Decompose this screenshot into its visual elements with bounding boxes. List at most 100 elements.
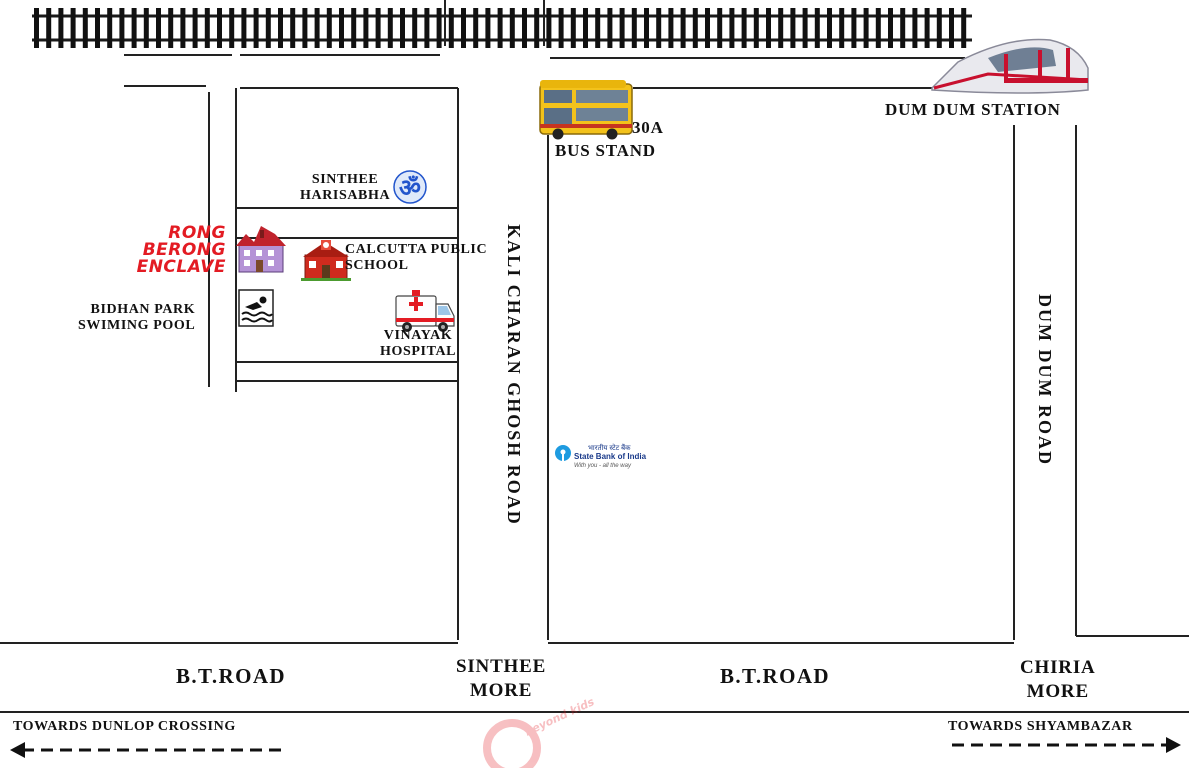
arrow-left-dunlop <box>10 742 288 758</box>
rail-sleeper <box>436 8 442 48</box>
rail-sleeper <box>314 8 320 48</box>
rail-sleeper <box>448 8 454 48</box>
rail-sleeper <box>461 8 466 48</box>
rail-sleeper <box>583 8 588 48</box>
svg-text:ॐ: ॐ <box>399 174 421 202</box>
rail-sleeper <box>58 8 64 48</box>
rail-sleeper <box>522 8 527 48</box>
watermark-logo: beyond kids <box>483 695 597 768</box>
rail-sleeper <box>570 8 576 48</box>
dum-dum-road-label: DUM DUM ROAD <box>1035 294 1056 466</box>
sbi-name-text: State Bank of India <box>574 452 647 461</box>
rail-sleeper <box>729 8 735 48</box>
sinthee-harisabha-label: SINTHEE HARISABHA <box>300 172 391 203</box>
railway-track <box>32 0 972 48</box>
rail-sleeper <box>400 8 405 48</box>
towards-dunlop-label: TOWARDS DUNLOP CROSSING <box>13 719 236 734</box>
rail-sleeper <box>875 8 881 48</box>
rail-sleeper <box>180 8 186 48</box>
ambulance-icon <box>395 290 455 332</box>
swimming-icon <box>238 289 274 327</box>
rail-sleeper <box>778 8 784 48</box>
rail-sleeper <box>351 8 357 48</box>
rail-sleeper <box>851 8 857 48</box>
road-lines <box>0 54 1189 713</box>
rail-sleeper <box>509 8 515 48</box>
train-icon <box>931 38 1089 94</box>
rail-sleeper <box>802 8 808 48</box>
rail-sleeper <box>387 8 393 48</box>
rail-sleeper <box>900 8 906 48</box>
vinayak-hospital-label: VINAYAK HOSPITAL <box>380 328 457 359</box>
rail-sleeper <box>534 8 540 48</box>
rail-sleeper <box>863 8 869 48</box>
rail-sleeper <box>558 8 564 48</box>
rail-sleeper <box>412 8 418 48</box>
rail-sleeper <box>827 8 832 48</box>
rail-sleeper <box>656 8 662 48</box>
rail-sleeper <box>607 8 613 48</box>
bidhan-park-label: BIDHAN PARK SWIMING POOL <box>78 302 196 333</box>
bus-stand-label: BUS STAND <box>555 141 656 160</box>
rail-sleeper <box>424 8 430 48</box>
rail-sleeper <box>363 8 369 48</box>
sbi-logo-icon <box>555 445 571 461</box>
rail-sleeper <box>949 8 954 48</box>
rail-sleeper <box>546 8 552 48</box>
rail-sleeper <box>924 8 930 48</box>
dum-dum-station-label: DUM DUM STATION <box>885 100 1061 119</box>
rail-sleeper <box>741 8 747 48</box>
house-icon <box>236 226 286 273</box>
sinthee-more-label: SINTHEE MORE <box>456 656 547 701</box>
rong-berong-enclave-label: RONG BERONG ENCLAVE <box>116 225 226 276</box>
rail-sleeper <box>107 8 113 48</box>
rail-sleeper <box>204 8 210 48</box>
berong-label: BERONG <box>142 240 226 260</box>
rail-sleeper <box>131 8 137 48</box>
rail-sleeper <box>766 8 771 48</box>
rail-sleeper <box>229 8 235 48</box>
rail-sleeper <box>241 8 247 48</box>
sbi-hindi-text: भारतीय स्टेट बैंक <box>588 445 631 452</box>
om-icon: ॐ <box>393 170 427 204</box>
rail-sleeper <box>302 8 308 48</box>
rail-sleeper <box>631 8 637 48</box>
rail-sleeper <box>753 8 759 48</box>
rail-sleeper <box>143 8 149 48</box>
rail-sleeper <box>339 8 344 48</box>
rail-sleeper <box>790 8 796 48</box>
rail-sleeper <box>644 8 649 48</box>
rail-sleeper <box>82 8 88 48</box>
rail-sleeper <box>217 8 222 48</box>
rail-sleeper <box>814 8 820 48</box>
enclave-label: ENCLAVE <box>136 257 226 277</box>
rail-sleeper <box>34 8 39 48</box>
chiria-more-label: CHIRIA MORE <box>1020 657 1096 702</box>
rail-sleeper <box>253 8 259 48</box>
rail-sleeper <box>619 8 625 48</box>
rail-sleeper <box>70 8 76 48</box>
school-icon <box>301 240 351 281</box>
rail-sleeper <box>485 8 491 48</box>
rail-sleeper <box>119 8 125 48</box>
sbi-tagline-text: With you - all the way <box>574 463 631 469</box>
kali-charan-ghosh-road-label: KALI CHARAN GHOSH ROAD <box>504 224 525 526</box>
rail-sleeper <box>156 8 161 48</box>
rail-sleeper <box>839 8 845 48</box>
rail-sleeper <box>278 8 283 48</box>
rail-sleeper <box>192 8 198 48</box>
bt-road-right-label: B.T.ROAD <box>720 664 830 688</box>
rail-sleeper <box>95 8 100 48</box>
rail-sleeper <box>912 8 918 48</box>
rail-sleeper <box>705 8 710 48</box>
rail-sleeper <box>692 8 698 48</box>
rail-sleeper <box>961 8 967 48</box>
rail-sleeper <box>595 8 601 48</box>
bus-icon <box>539 80 633 140</box>
rail-sleeper <box>668 8 674 48</box>
rail-sleeper <box>326 8 332 48</box>
rail-sleeper <box>497 8 503 48</box>
rail-sleeper <box>290 8 296 48</box>
rail-sleeper <box>168 8 174 48</box>
